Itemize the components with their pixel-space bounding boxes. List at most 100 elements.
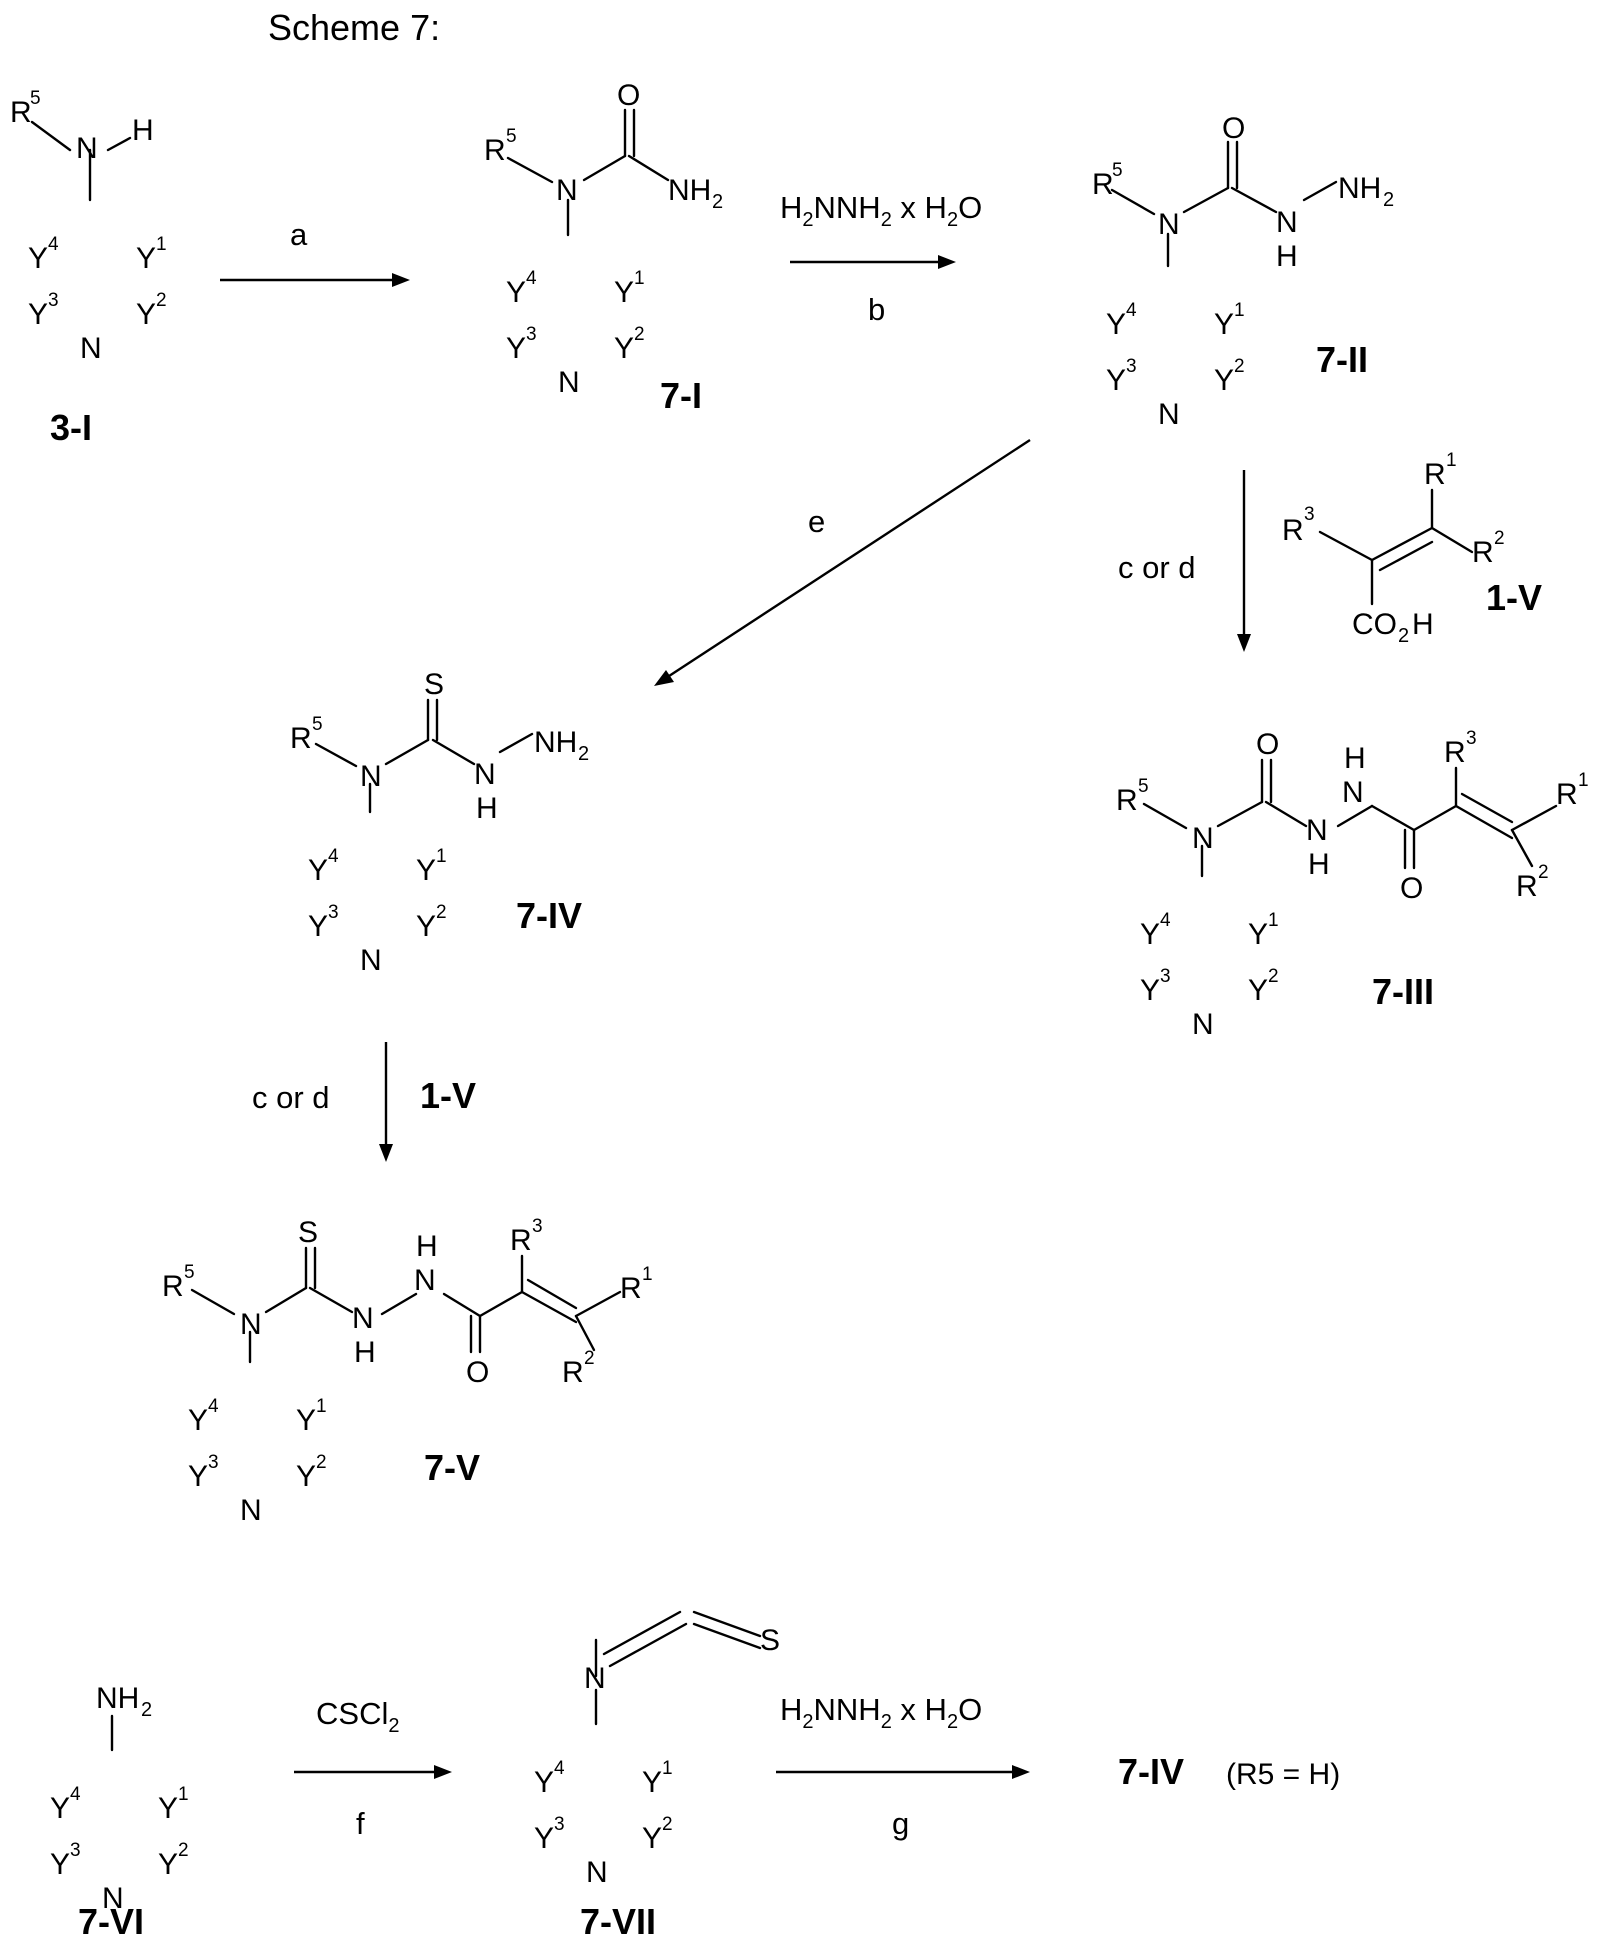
condition-c-or-d-1: c or d [1118, 550, 1196, 585]
atom-label: S [760, 1624, 780, 1657]
atom-label: S [424, 668, 444, 701]
atom-label: 1 [642, 1264, 653, 1285]
atom-label: N [80, 332, 102, 365]
compound-7-V: R5 N S N H N H O R3 R1 R2 Y4 Y1 Y3 Y2 N … [162, 1216, 653, 1527]
atom-label: 1 [156, 234, 167, 255]
atom-label: 2 [1234, 356, 1245, 377]
atom-label: R [1472, 536, 1494, 569]
atom-label: NH [668, 174, 711, 207]
atom-label: N [586, 1856, 608, 1889]
atom-label: 1 [178, 1784, 189, 1805]
atom-label: N [414, 1264, 436, 1297]
atom-label: 2 [1494, 528, 1505, 549]
compound-7-II: R5 N O N H NH2 Y4 Y1 Y3 Y2 N 7-II [1092, 112, 1394, 431]
arrow-c-or-d-2 [379, 1042, 393, 1162]
atom-label: 1 [662, 1758, 673, 1779]
atom-label: Y [136, 298, 156, 331]
atom-label: H [1308, 848, 1330, 881]
atom-label: H [1344, 742, 1366, 775]
atom-label: H [132, 114, 154, 147]
atom-label: O [1222, 112, 1245, 145]
atom-label: N [1158, 398, 1180, 431]
atom-label: 4 [1160, 910, 1171, 931]
condition-f: f [356, 1806, 365, 1841]
label-1-V-step: 1-V [420, 1075, 476, 1116]
atom-label: R [620, 1272, 642, 1305]
atom-label: R [562, 1356, 584, 1389]
atom-label: H [416, 1230, 438, 1263]
atom-label: Y [296, 1460, 316, 1493]
atom-label: N [1192, 822, 1214, 855]
atom-label: 4 [1126, 300, 1137, 321]
atom-label: O [1400, 872, 1423, 905]
arrow-f [294, 1765, 452, 1779]
compound-7-VI: NH2 Y4 Y1 Y3 Y2 N 7-VI [50, 1682, 189, 1937]
compound-7-I: R5 N O NH2 Y4 Y1 Y3 Y2 N 7-I [484, 79, 723, 416]
atom-label: 5 [506, 126, 517, 147]
atom-label: 2 [178, 1840, 189, 1861]
compound-7-III: R5 N O N H N H O R3 R1 R2 Y4 Y1 Y3 Y2 N … [1116, 728, 1589, 1041]
final-note: (R5 = H) [1226, 1758, 1340, 1791]
label-3-I: 3-I [50, 407, 92, 448]
atom-label: 3 [70, 1840, 81, 1861]
atom-label: Y [28, 242, 48, 275]
atom-label: R [1116, 784, 1138, 817]
atom-label: Y [158, 1792, 178, 1825]
atom-label: Y [1106, 308, 1126, 341]
atom-label: Y [534, 1822, 554, 1855]
compound-7-IV: R5 N S N H NH2 Y4 Y1 Y3 Y2 N 7-IV [290, 668, 589, 977]
atom-label: 3 [526, 324, 537, 345]
atom-label: N [556, 174, 578, 207]
compound-1-V: R3 R1 R2 CO2H 1-V [1282, 450, 1542, 647]
atom-label: Y [136, 242, 156, 275]
condition-cscl2: CSCl2 [316, 1696, 399, 1737]
label-7-I: 7-I [660, 375, 702, 416]
atom-label: R [162, 1270, 184, 1303]
arrow-c-or-d-1 [1237, 470, 1251, 652]
condition-a: a [290, 217, 308, 252]
atom-label: Y [296, 1404, 316, 1437]
atom-label: Y [416, 910, 436, 943]
atom-label: 2 [584, 1348, 595, 1369]
atom-label: 1 [634, 268, 645, 289]
label-7-V: 7-V [424, 1447, 480, 1488]
atom-label: Y [50, 1848, 70, 1881]
atom-label: N [1306, 814, 1328, 847]
atom-label: R [1424, 458, 1446, 491]
atom-label: 3 [1160, 966, 1171, 987]
atom-label: H [476, 792, 498, 825]
atom-label: R [1092, 168, 1114, 201]
atom-label: N [584, 1662, 606, 1695]
atom-label: O [1256, 728, 1279, 761]
compound-7-VII: N S Y4 Y1 Y3 Y2 N 7-VII [534, 1612, 780, 1937]
arrow-a [220, 273, 410, 287]
atom-label: 3 [48, 290, 59, 311]
label-7-III: 7-III [1372, 971, 1434, 1012]
atom-label: 2 [662, 1814, 673, 1835]
label-1-V: 1-V [1486, 577, 1542, 618]
label-7-II: 7-II [1316, 339, 1368, 380]
atom-label: 5 [30, 88, 41, 109]
atom-label: R [484, 134, 506, 167]
bond-lines [1320, 490, 1472, 604]
atom-label: H [354, 1336, 376, 1369]
atom-label: 2 [1538, 862, 1549, 883]
atom-label: 3 [328, 902, 339, 923]
atom-label: N [1192, 1008, 1214, 1041]
atom-label: 5 [184, 1262, 195, 1283]
atom-label: R [1444, 736, 1466, 769]
atom-label: N [240, 1494, 262, 1527]
condition-g: g [892, 1806, 909, 1841]
atom-label: NH [1338, 172, 1381, 205]
atom-label: 1 [316, 1396, 327, 1417]
atom-label: 3 [208, 1452, 219, 1473]
atom-label: 2 [634, 324, 645, 345]
atom-label: S [298, 1216, 318, 1249]
atom-label: 3 [532, 1216, 543, 1237]
atom-label: 5 [312, 714, 323, 735]
atom-label: 4 [48, 234, 59, 255]
condition-c-or-d-2: c or d [252, 1080, 330, 1115]
atom-label: Y [308, 854, 328, 887]
atom-label: 2 [1383, 189, 1394, 211]
